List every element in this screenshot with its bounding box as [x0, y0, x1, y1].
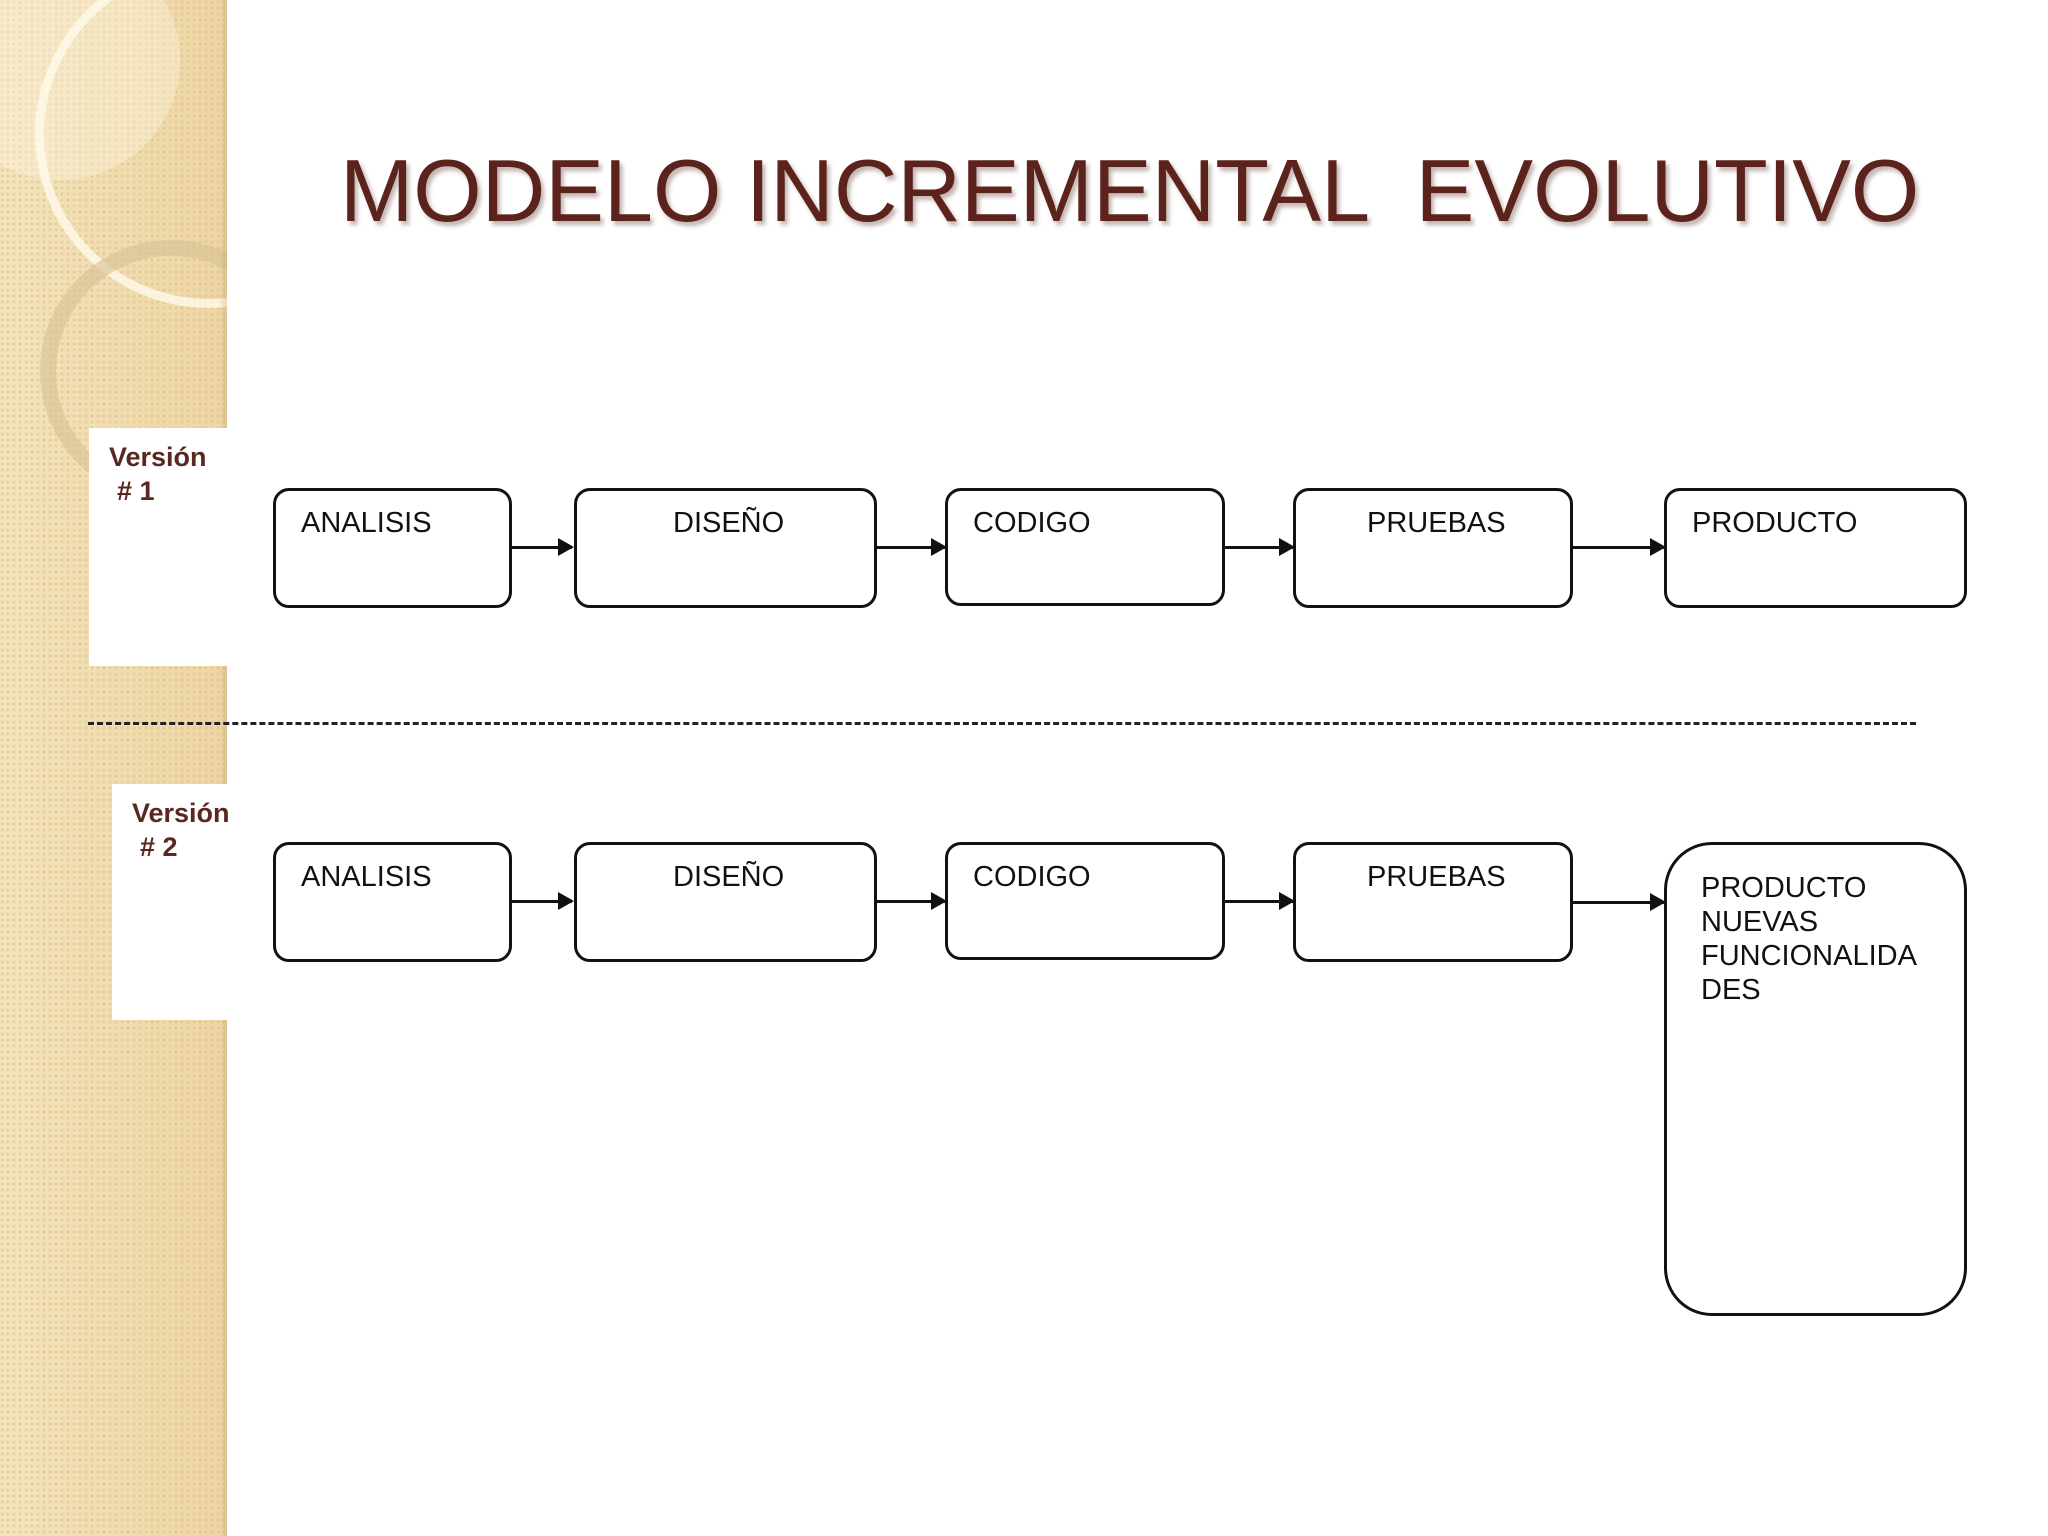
flow-arrow: [1225, 538, 1295, 556]
version-2-title: Versión: [132, 798, 230, 828]
flow-arrow: [512, 538, 574, 556]
step-label: PRODUCTO NUEVAS FUNCIONALIDA DES: [1701, 872, 1917, 1006]
decorative-sidebar: [0, 0, 227, 1536]
step-label: DISEÑO: [673, 507, 785, 539]
slide-title: MODELO INCREMENTAL EVOLUTIVO: [340, 141, 1920, 240]
v1-step-producto: PRODUCTO: [1664, 488, 1967, 608]
flow-arrow: [1573, 893, 1666, 911]
version-1-title: Versión: [109, 442, 207, 472]
step-label: PRODUCTO: [1692, 507, 1858, 539]
v2-step-diseno: DISEÑO: [574, 842, 877, 962]
flow-arrow: [1573, 538, 1666, 556]
version-1-number: # 1: [117, 476, 155, 506]
v1-step-diseno: DISEÑO: [574, 488, 877, 608]
version-1-label: Versión # 1: [89, 428, 227, 666]
v1-step-codigo: CODIGO: [945, 488, 1225, 606]
v2-step-producto-nuevas-funcionalidades: PRODUCTO NUEVAS FUNCIONALIDA DES: [1664, 842, 1967, 1316]
step-label: CODIGO: [973, 861, 1091, 893]
flow-arrow: [512, 892, 574, 910]
step-label: ANALISIS: [301, 861, 432, 893]
v2-step-pruebas: PRUEBAS: [1293, 842, 1573, 962]
step-label: PRUEBAS: [1367, 861, 1506, 893]
version-2-number: # 2: [140, 832, 178, 862]
flow-arrow: [877, 538, 947, 556]
step-label: PRUEBAS: [1367, 507, 1506, 539]
v2-step-analisis: ANALISIS: [273, 842, 512, 962]
version-2-label: Versión # 2: [112, 784, 230, 1020]
v1-step-analisis: ANALISIS: [273, 488, 512, 608]
step-label: ANALISIS: [301, 507, 432, 539]
v2-step-codigo: CODIGO: [945, 842, 1225, 960]
step-label: DISEÑO: [673, 861, 785, 893]
step-label: CODIGO: [973, 507, 1091, 539]
v1-step-pruebas: PRUEBAS: [1293, 488, 1573, 608]
flow-arrow: [1225, 892, 1295, 910]
flow-arrow: [877, 892, 947, 910]
version-divider: [88, 722, 1916, 725]
